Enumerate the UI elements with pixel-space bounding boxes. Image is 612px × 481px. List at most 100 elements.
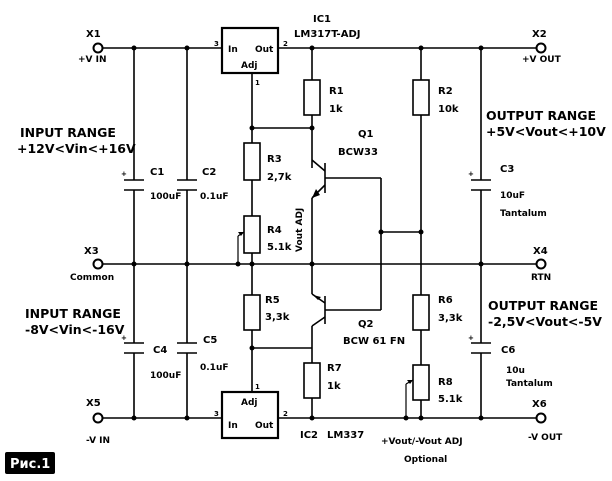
c3-plus: + — [468, 170, 474, 178]
junction-dots — [131, 45, 484, 421]
ic1-pin2: 2 — [283, 40, 288, 48]
input-range-neg-title: INPUT RANGE — [25, 306, 121, 321]
ic2-pin-out: Out — [255, 421, 274, 431]
output-range-pos-value: +5V<Vout<+10V — [486, 124, 606, 139]
terminal-x3-id: X3 — [84, 246, 99, 257]
vout-adj-label: Vout ADJ — [295, 208, 305, 252]
r6-ref: R6 — [438, 295, 453, 306]
terminal-x1: X1 +V IN — [78, 29, 107, 65]
capacitor-c1: + C1 100uF — [121, 167, 181, 202]
ic1-regulator: 3 2 1 In Out Adj IC1 LM317T-ADJ — [214, 14, 360, 88]
terminal-x1-label: +V IN — [78, 55, 107, 65]
capacitor-c5: C5 0.1uF — [177, 335, 229, 373]
r3-ref: R3 — [267, 154, 282, 165]
r8-ref: R8 — [438, 377, 453, 388]
r5-value: 3,3k — [265, 312, 290, 323]
c3-type: Tantalum — [500, 209, 547, 219]
ic1-pin3: 3 — [214, 40, 219, 48]
ic2-pin-adj: Adj — [241, 398, 258, 408]
terminal-x1-id: X1 — [86, 29, 101, 40]
terminal-x2-label: +V OUT — [522, 55, 562, 65]
terminal-x2: X2 +V OUT — [522, 29, 562, 65]
capacitor-c6: + C6 10u Tantalum — [468, 334, 553, 389]
capacitor-c2: C2 0.1uF — [177, 167, 229, 202]
optional-adj-label: +Vout/-Vout ADJ — [381, 437, 463, 447]
terminal-x6-label: -V OUT — [528, 433, 563, 443]
r8-value: 5.1k — [438, 394, 463, 405]
terminal-x2-id: X2 — [532, 29, 547, 40]
r4-value: 5.1k — [267, 242, 292, 253]
ic2-part: LM337 — [327, 430, 364, 441]
output-range-neg-value: -2,5V<Vout<-5V — [488, 314, 602, 329]
resistor-r7: R7 1k — [303, 362, 342, 399]
c6-value: 10u — [506, 366, 525, 376]
q2-part: BCW 61 FN — [343, 336, 405, 347]
output-range-neg-title: OUTPUT RANGE — [488, 298, 598, 313]
c4-value: 100uF — [150, 371, 181, 381]
resistor-r4: R4 5.1k — [237, 215, 292, 254]
c6-plus: + — [468, 334, 474, 342]
input-range-pos-value: +12V<Vin<+16V — [17, 141, 136, 156]
terminal-x4: X4 RTN — [531, 246, 551, 283]
terminal-x4-id: X4 — [533, 246, 548, 257]
c1-ref: C1 — [150, 167, 164, 178]
r6-value: 3,3k — [438, 313, 463, 324]
q2-ref: Q2 — [358, 319, 374, 330]
ic2-pin1: 1 — [255, 383, 260, 391]
ic1-pin-out: Out — [255, 45, 274, 55]
r3-value: 2,7k — [267, 172, 292, 183]
terminal-x5-label: -V IN — [86, 436, 110, 446]
c4-ref: C4 — [153, 345, 167, 356]
c5-ref: C5 — [203, 335, 217, 346]
q1-part: BCW33 — [338, 147, 378, 158]
terminal-x6-id: X6 — [532, 399, 547, 410]
ic1-pin-in: In — [228, 45, 238, 55]
c1-value: 100uF — [150, 192, 181, 202]
ic1-pin-adj: Adj — [241, 61, 258, 71]
r1-value: 1k — [329, 104, 343, 115]
c2-value: 0.1uF — [200, 192, 229, 202]
c4-plus: + — [121, 334, 127, 342]
terminal-x3-label: Common — [70, 273, 114, 283]
transistor-q2: Q2 BCW 61 FN — [311, 293, 405, 347]
c6-ref: C6 — [501, 345, 515, 356]
r7-value: 1k — [327, 381, 341, 392]
ic2-pin2: 2 — [283, 410, 288, 418]
c3-ref: C3 — [500, 164, 514, 175]
r5-ref: R5 — [265, 295, 280, 306]
transistor-q1: Q1 BCW33 — [311, 129, 378, 199]
input-range-neg-value: -8V<Vin<-16V — [25, 322, 125, 337]
ic2-regulator: 3 2 1 Adj In Out IC2 LM337 — [214, 383, 364, 441]
resistor-r6: R6 3,3k — [412, 294, 463, 331]
terminal-x4-label: RTN — [531, 273, 551, 283]
ic1-pin1: 1 — [255, 79, 260, 87]
resistor-r2: R2 10k — [412, 79, 459, 116]
r1-ref: R1 — [329, 86, 344, 97]
terminal-x3: X3 Common — [70, 246, 114, 283]
capacitor-c3: + C3 10uF Tantalum — [468, 164, 547, 219]
optional-label: Optional — [404, 455, 447, 465]
wires — [98, 47, 541, 419]
terminal-x5-id: X5 — [86, 398, 101, 409]
capacitor-c4: + C4 100uF — [121, 334, 181, 381]
figure-label: Рис.1 — [5, 452, 55, 474]
output-range-pos-title: OUTPUT RANGE — [486, 108, 596, 123]
c5-value: 0.1uF — [200, 363, 229, 373]
ic2-pin3: 3 — [214, 410, 219, 418]
ic2-pin-in: In — [228, 421, 238, 431]
c3-value: 10uF — [500, 191, 525, 201]
r7-ref: R7 — [327, 363, 342, 374]
terminal-x6: X6 -V OUT — [528, 399, 563, 443]
q1-ref: Q1 — [358, 129, 374, 140]
r2-ref: R2 — [438, 86, 453, 97]
c2-ref: C2 — [202, 167, 216, 178]
r2-value: 10k — [438, 104, 459, 115]
input-range-pos-title: INPUT RANGE — [20, 125, 116, 140]
c6-type: Tantalum — [506, 379, 553, 389]
terminal-x5: X5 -V IN — [86, 398, 110, 446]
resistor-r8: R8 5.1k — [405, 364, 463, 405]
c1-plus: + — [121, 170, 127, 178]
resistor-r3: R3 2,7k — [243, 142, 292, 183]
ic1-part: LM317T-ADJ — [294, 29, 360, 40]
